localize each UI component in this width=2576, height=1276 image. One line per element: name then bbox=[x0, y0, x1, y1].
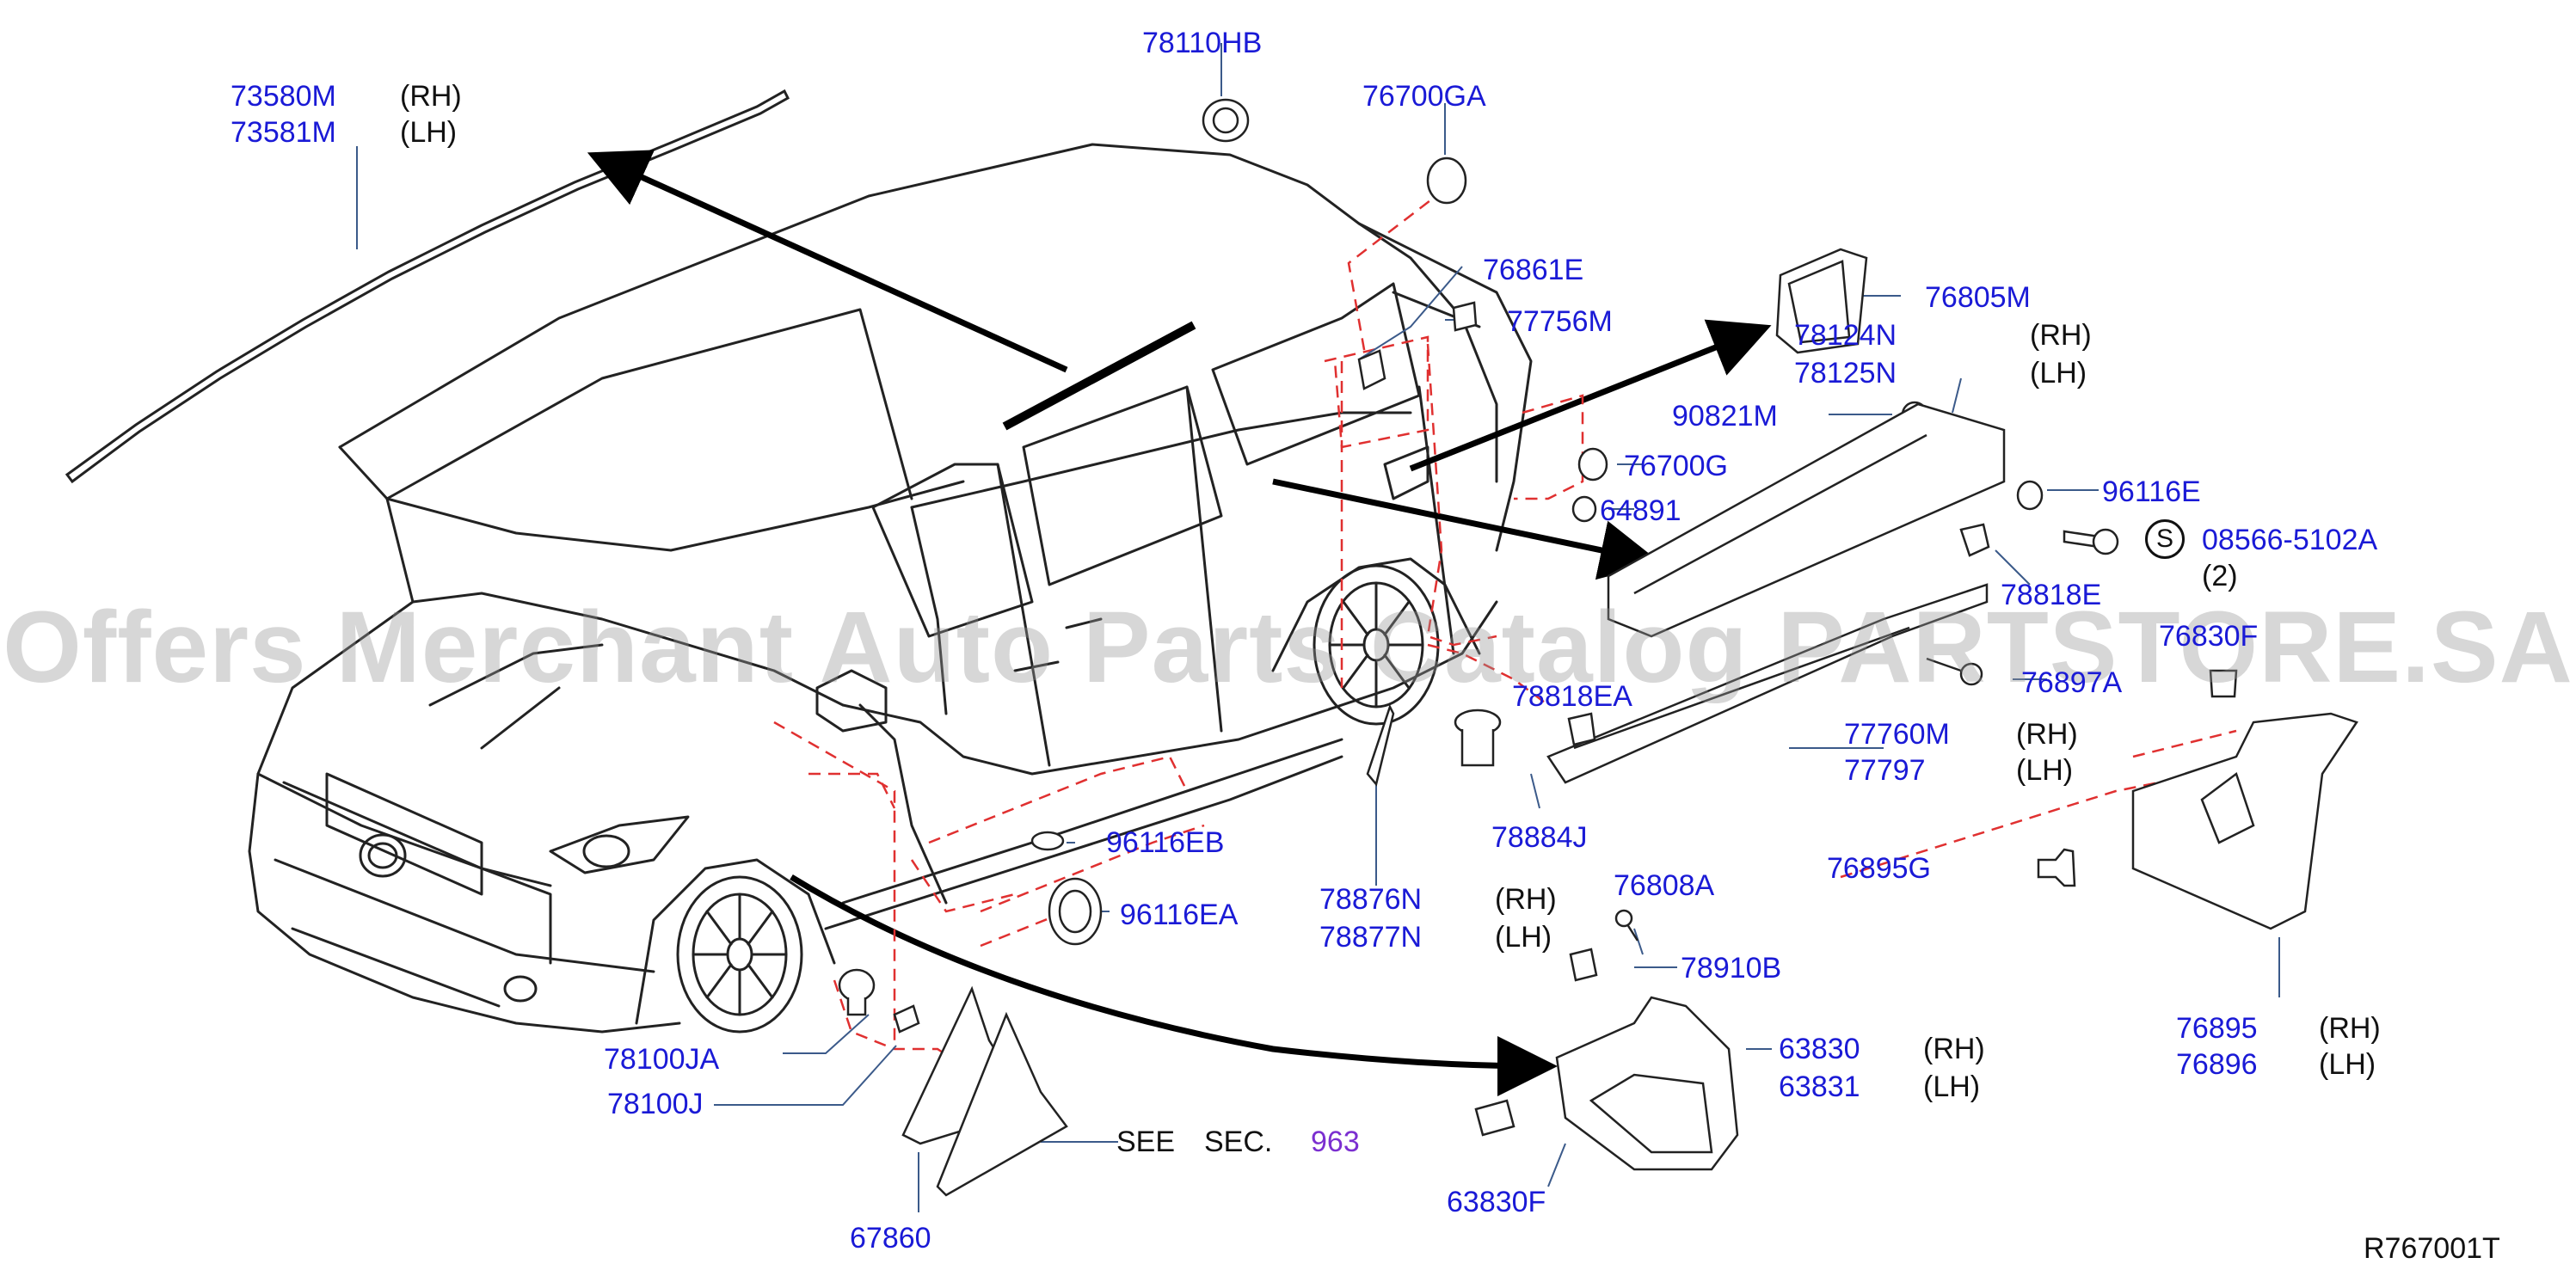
plug-76700GA-icon bbox=[1426, 156, 1467, 205]
side-lh-76896: (LH) bbox=[2319, 1048, 2376, 1081]
strip-78876N-icon bbox=[1366, 703, 1395, 787]
part-label-63830[interactable]: 63830 bbox=[1779, 1033, 1860, 1065]
part-label-76805M[interactable]: 76805M bbox=[1925, 281, 2031, 314]
screw-78100J-icon bbox=[893, 1004, 920, 1034]
rail-77760M-icon bbox=[1546, 583, 1989, 784]
side-lh-73581M: (LH) bbox=[400, 116, 458, 149]
part-label-90821M[interactable]: 90821M bbox=[1672, 400, 1778, 432]
part-label-63831[interactable]: 63831 bbox=[1779, 1070, 1860, 1103]
mudflap-76895-icon bbox=[2131, 712, 2358, 930]
fuel-lid-76805M-icon bbox=[1775, 248, 1868, 354]
part-icons bbox=[838, 98, 2358, 1197]
clip-78818EA-icon bbox=[1567, 712, 1596, 746]
clip-76861E-icon bbox=[1357, 349, 1386, 390]
part-label-76895[interactable]: 76895 bbox=[2176, 1012, 2258, 1045]
molding-78124N-icon bbox=[1607, 402, 2006, 638]
part-label-76861E[interactable]: 76861E bbox=[1483, 254, 1584, 286]
grommet-78110HB-icon bbox=[1202, 98, 1250, 143]
part-label-96116EB[interactable]: 96116EB bbox=[1106, 826, 1225, 859]
side-rh-63830: (RH) bbox=[1923, 1033, 1985, 1065]
side-rh-78124N: (RH) bbox=[2030, 319, 2092, 352]
part-label-78877N[interactable]: 78877N bbox=[1319, 921, 1423, 954]
plug-76700G-icon bbox=[1577, 447, 1608, 482]
side-rh-77760M: (RH) bbox=[2016, 718, 2078, 751]
part-label-78110HB[interactable]: 78110HB bbox=[1142, 27, 1263, 59]
garnish-67860-icon bbox=[901, 985, 1068, 1197]
side-rh-73580M: (RH) bbox=[400, 80, 462, 113]
part-label-76895G[interactable]: 76895G bbox=[1827, 852, 1931, 885]
s-badge-icon: S bbox=[2145, 519, 2185, 559]
roof-molding-strip bbox=[65, 89, 790, 484]
clip-78910B-icon bbox=[1569, 948, 1598, 982]
side-rh-76895: (RH) bbox=[2319, 1012, 2381, 1045]
part-label-76897A[interactable]: 76897A bbox=[2021, 666, 2123, 699]
part-label-73580M[interactable]: 73580M bbox=[231, 80, 336, 113]
clip-96116E-icon bbox=[2016, 480, 2044, 511]
screw-76897A-icon bbox=[1926, 657, 1983, 686]
quantity-08566-5102A: (2) bbox=[2202, 560, 2238, 592]
plug-64891-icon bbox=[1571, 495, 1597, 523]
part-label-78124N[interactable]: 78124N bbox=[1794, 319, 1897, 352]
part-label-77760M[interactable]: 77760M bbox=[1844, 718, 1950, 751]
see-label: SEE bbox=[1116, 1126, 1176, 1158]
part-label-77756M[interactable]: 77756M bbox=[1507, 305, 1613, 338]
part-label-96116EA[interactable]: 96116EA bbox=[1120, 899, 1239, 931]
side-rh-78876N: (RH) bbox=[1495, 883, 1557, 916]
part-label-96116E[interactable]: 96116E bbox=[2102, 475, 2201, 508]
sec-label: SEC. bbox=[1204, 1126, 1273, 1158]
roof-rail-highlight bbox=[1002, 321, 1196, 431]
diagram-code: R767001T bbox=[2364, 1232, 2500, 1265]
section-link-963[interactable]: 963 bbox=[1311, 1126, 1360, 1158]
part-label-78100JA[interactable]: 78100JA bbox=[604, 1043, 720, 1076]
part-label-78125N[interactable]: 78125N bbox=[1794, 357, 1897, 390]
part-label-78876N[interactable]: 78876N bbox=[1319, 883, 1423, 916]
clip-76895G-icon bbox=[2037, 848, 2076, 887]
bolt-08566-icon bbox=[2063, 528, 2119, 555]
part-label-67860[interactable]: 67860 bbox=[850, 1222, 931, 1255]
clip-96116EA-icon bbox=[1048, 877, 1103, 946]
pad-77756M-icon bbox=[1452, 301, 1478, 332]
leader-lines bbox=[356, 43, 2280, 1212]
clip-78818E-icon bbox=[1959, 523, 1990, 557]
part-label-78818EA[interactable]: 78818EA bbox=[1512, 680, 1632, 713]
part-label-76808A[interactable]: 76808A bbox=[1614, 869, 1715, 902]
clip-96116EB-icon bbox=[1030, 831, 1065, 851]
dashed-callouts bbox=[773, 188, 2237, 1085]
screw-76808A-icon bbox=[1614, 909, 1639, 942]
clip-76830F-icon bbox=[2209, 669, 2238, 698]
car-body bbox=[248, 143, 1533, 1034]
part-label-64891[interactable]: 64891 bbox=[1600, 494, 1681, 527]
part-label-73581M[interactable]: 73581M bbox=[231, 116, 336, 149]
part-label-78100J[interactable]: 78100J bbox=[607, 1088, 704, 1120]
side-lh-63831: (LH) bbox=[1923, 1070, 1981, 1103]
part-label-77797[interactable]: 77797 bbox=[1844, 754, 1926, 787]
bolt-63830F-icon bbox=[1474, 1099, 1515, 1137]
clip-78884J-icon bbox=[1454, 709, 1502, 767]
side-lh-77797: (LH) bbox=[2016, 754, 2074, 787]
side-lh-78125N: (LH) bbox=[2030, 357, 2087, 390]
part-label-08566-5102A[interactable]: 08566-5102A bbox=[2202, 524, 2378, 556]
part-label-63830F[interactable]: 63830F bbox=[1447, 1186, 1546, 1218]
part-label-76700GA[interactable]: 76700GA bbox=[1362, 80, 1486, 113]
part-label-76700G[interactable]: 76700G bbox=[1624, 450, 1728, 482]
part-label-76830F[interactable]: 76830F bbox=[2159, 620, 2259, 653]
part-label-78884J[interactable]: 78884J bbox=[1491, 821, 1588, 854]
part-label-76896[interactable]: 76896 bbox=[2176, 1048, 2258, 1081]
side-lh-78877N: (LH) bbox=[1495, 921, 1552, 954]
part-label-78910B[interactable]: 78910B bbox=[1681, 952, 1782, 985]
clip-78100JA-icon bbox=[838, 968, 876, 1016]
mudflap-63830-icon bbox=[1555, 996, 1739, 1171]
part-label-78818E[interactable]: 78818E bbox=[2001, 579, 2102, 611]
